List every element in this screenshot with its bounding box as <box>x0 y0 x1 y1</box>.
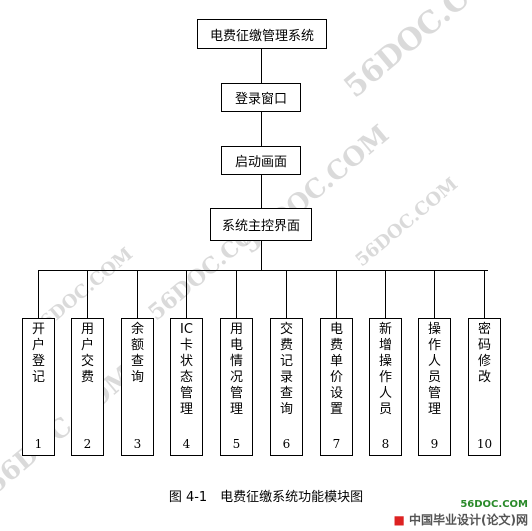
connector <box>38 270 39 318</box>
login-window-box: 登录窗口 <box>221 83 301 112</box>
module-box: 交费记录查询 6 <box>270 318 303 456</box>
connector <box>336 270 337 318</box>
module-number: 9 <box>430 437 439 451</box>
site-brand: 中国毕业设计(论文)网 <box>409 513 528 527</box>
connector <box>261 241 262 270</box>
module-box: 用电情况管理 5 <box>220 318 253 456</box>
connector <box>434 270 435 318</box>
module-label: 用电情况管理 <box>229 322 243 417</box>
watermark: 56DOC.COM <box>0 359 141 500</box>
module-box: 电费单价设置 7 <box>320 318 353 456</box>
module-label: 交费记录查询 <box>279 322 293 417</box>
module-number: 4 <box>182 437 191 451</box>
main-control-label: 系统主控界面 <box>221 219 300 234</box>
connector <box>261 175 262 208</box>
module-label: 电费单价设置 <box>329 322 343 417</box>
module-label: 开户登记 <box>31 322 45 385</box>
module-box: 密码修改 10 <box>468 318 501 456</box>
module-number: 1 <box>34 437 43 451</box>
connector <box>186 270 187 318</box>
connector <box>286 270 287 318</box>
module-box: 操作人员管理 9 <box>418 318 451 456</box>
module-box: 用户交费 2 <box>71 318 104 456</box>
startup-screen-label: 启动画面 <box>234 155 287 170</box>
module-label: 用户交费 <box>80 322 94 385</box>
branch-line <box>38 270 488 271</box>
startup-screen-box: 启动画面 <box>221 146 301 175</box>
connector <box>87 270 88 318</box>
connector <box>261 49 262 83</box>
module-label: 密码修改 <box>477 322 491 385</box>
module-box: 新增操作人员 8 <box>369 318 402 456</box>
module-number: 8 <box>381 437 390 451</box>
watermark: 56DOC.COM <box>337 0 522 106</box>
module-number: 5 <box>232 437 241 451</box>
module-number: 10 <box>476 437 493 451</box>
connector <box>236 270 237 318</box>
figure-caption: 图 4-1 电费征缴系统功能模块图 <box>168 490 364 505</box>
site-logo: 56DOC.COM ■ 中国毕业设计(论文)网 <box>393 499 528 528</box>
login-window-label: 登录窗口 <box>234 92 287 107</box>
connector <box>137 270 138 318</box>
module-number: 2 <box>83 437 92 451</box>
module-number: 3 <box>133 437 142 451</box>
site-domain: 56DOC.COM <box>460 499 528 510</box>
module-label: 操作人员管理 <box>427 322 441 417</box>
system-title-box: 电费征缴管理系统 <box>197 19 327 49</box>
main-control-box: 系统主控界面 <box>210 208 312 241</box>
module-number: 6 <box>282 437 291 451</box>
module-number: 7 <box>332 437 341 451</box>
module-label: 余额查询 <box>130 322 144 385</box>
connector <box>385 270 386 318</box>
system-title: 电费征缴管理系统 <box>209 28 314 44</box>
module-box: 余额查询 3 <box>121 318 154 456</box>
connector <box>484 270 485 318</box>
module-box: 开户登记 1 <box>22 318 55 456</box>
connector <box>261 112 262 146</box>
flag-icon: ■ <box>393 513 405 527</box>
watermark: 56DOC.COM <box>351 173 462 271</box>
module-label: 新增操作人员 <box>378 322 392 417</box>
